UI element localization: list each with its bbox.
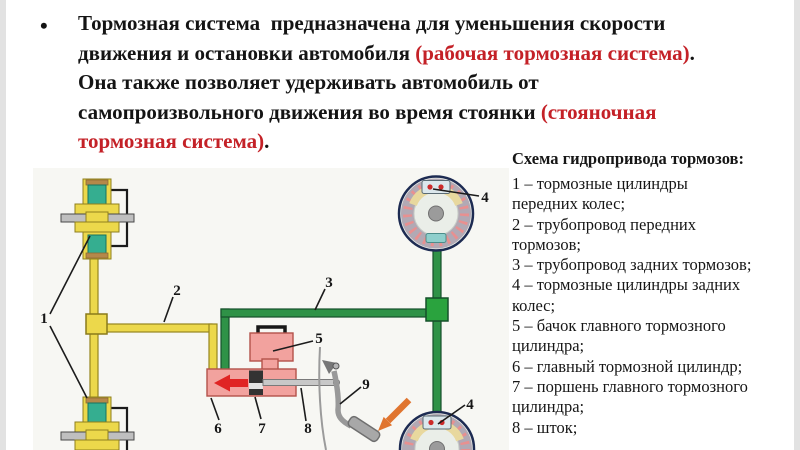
legend: Схема гидропривода тормозов: 1 – тормозн… [512,148,800,438]
label-6: 6 [214,421,222,437]
bullet-marker: • [40,13,48,38]
label-3: 3 [325,275,333,291]
rear-brake-pipes [220,249,449,414]
legend-title: Схема гидропривода тормозов: [512,149,744,168]
intro-line: Она также позволяет удерживать автомобил… [78,70,539,94]
intro-paragraph: Тормозная система предназначена для умен… [78,9,695,157]
label-1: 1 [40,311,48,327]
pedal-support [318,346,327,450]
legend-line: передних колес; [512,194,626,214]
legend-line: 7 – поршень главного тормозного [512,376,748,396]
legend-line: колес; [512,295,556,315]
label-9: 9 [362,377,370,393]
piston [249,370,263,395]
pivot-pin [332,362,340,370]
legend-line: 5 – бачок главного тормозного [512,316,726,336]
front-brake-pipes [85,255,218,399]
legend-line: 2 – трубопровод передних [512,214,696,234]
brake-pedal [318,346,381,450]
right-edge-strip [794,0,800,450]
front-pipe-junction [85,313,108,335]
legend-line: 1 – тормозные цилиндры [512,174,688,193]
legend-line: 4 – тормозные цилиндры задних [512,275,741,295]
left-edge-strip [0,0,6,450]
rear-drum-brake-top [399,177,473,251]
pedal-lever [331,370,353,429]
label-4-top: 4 [481,190,489,206]
intro-line: движения и остановки автомобиля (рабочая… [78,40,695,65]
intro-line: тормозная система). [78,129,270,153]
callout-lines [49,188,480,425]
rear-pipe-junction [425,297,449,322]
label-2: 2 [173,283,181,299]
pedal-pivot [322,360,337,374]
legend-line: цилиндра; [512,397,585,417]
intro-line: самопроизвольного движения во время стоя… [78,99,657,124]
diagram-labels: 1 2 3 4 4 5 6 7 8 9 [40,190,489,437]
label-4-bottom: 4 [466,397,474,413]
master-cylinder-assembly [206,325,340,397]
pressure-arrow [214,374,248,392]
label-7: 7 [258,421,266,437]
pedal-force-arrow [378,397,412,431]
legend-line: 8 – шток; [512,417,578,437]
legend-line: тормозов; [512,234,581,254]
legend-line: 3 – трубопровод задних тормозов; [512,255,752,275]
brake-system-diagram: 1 2 3 4 4 5 6 7 8 9 [33,168,509,450]
reservoir-cap [256,325,287,333]
piston-ring [249,383,263,389]
pedal-pad [347,415,381,443]
label-5: 5 [315,331,323,347]
intro-line: Тормозная система предназначена для умен… [78,11,666,35]
pushrod [262,379,338,386]
label-8: 8 [304,421,312,437]
legend-line: цилиндра; [512,336,585,356]
legend-line: 6 – главный тормозной цилиндр; [512,356,743,376]
